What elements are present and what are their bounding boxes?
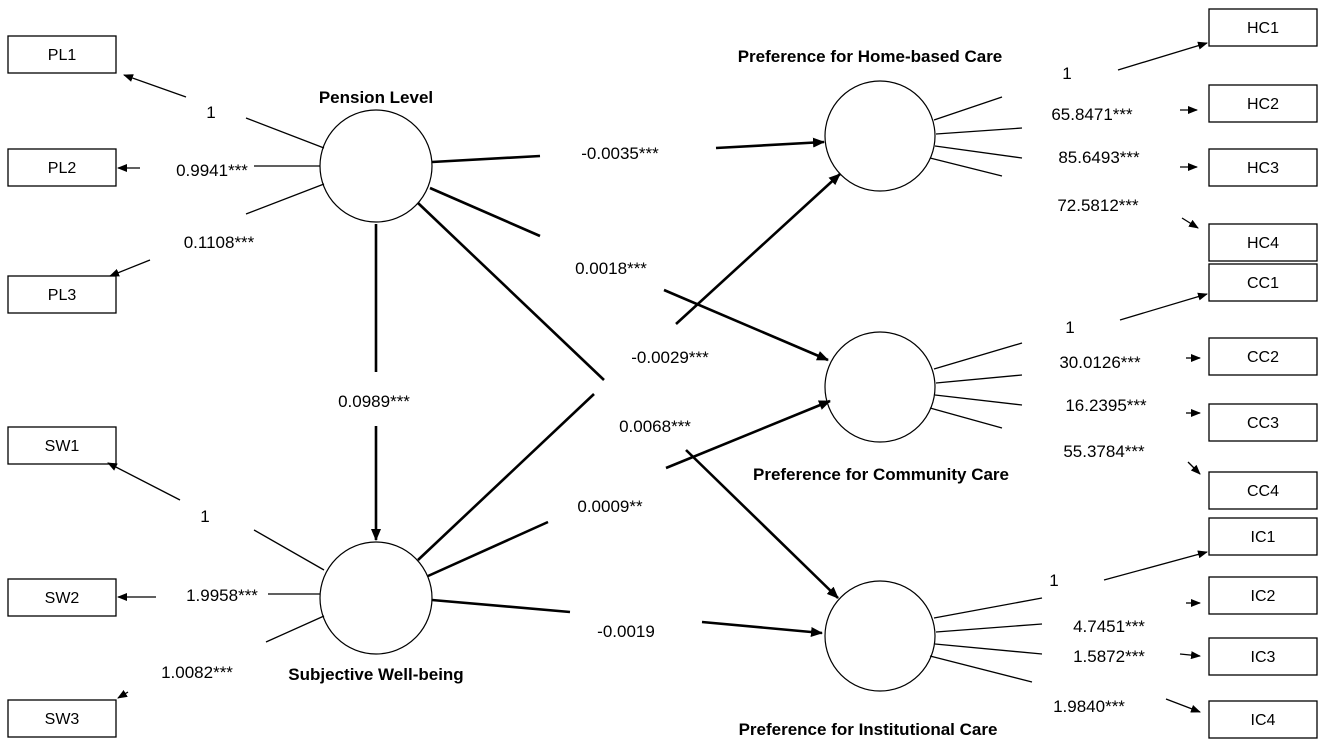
pl3-loading: 0.1108*** — [184, 233, 255, 252]
hc1-loading: 1 — [1062, 64, 1071, 83]
cc1-label: CC1 — [1247, 275, 1279, 292]
hc3-loading: 85.6493*** — [1058, 148, 1140, 167]
path-sw-ic-coef: -0.0019 — [597, 622, 655, 641]
pension-level-node — [319, 109, 433, 223]
hc3-indicator: HC3 — [1208, 148, 1318, 187]
pl2-indicator: PL2 — [7, 148, 117, 187]
pension-level-label: Pension Level — [319, 88, 433, 107]
sw1-label: SW1 — [45, 438, 80, 455]
hc2-label: HC2 — [1247, 96, 1279, 113]
hc4-loading: 72.5812*** — [1057, 196, 1139, 215]
path-pl-cc-coef: 0.0018*** — [575, 259, 647, 278]
sw2-indicator: SW2 — [7, 578, 117, 617]
subjective-wellbeing-node — [319, 541, 433, 655]
path-sw-hc-coef: -0.0029*** — [631, 348, 709, 367]
cc2-label: CC2 — [1247, 349, 1279, 366]
hc2-indicator: HC2 — [1208, 84, 1318, 123]
path-pl-sw-coef: 0.0989*** — [338, 392, 410, 411]
cc1-loading: 1 — [1065, 318, 1074, 337]
pl3-indicator: PL3 — [7, 275, 117, 314]
community-care-label: Preference for Community Care — [753, 465, 1009, 484]
hc1-indicator: HC1 — [1208, 8, 1318, 47]
subjective-wellbeing-label: Subjective Well-being — [288, 665, 463, 684]
path-pl-hc-coef: -0.0035*** — [581, 144, 659, 163]
home-care-node — [824, 80, 936, 192]
pl3-label: PL3 — [48, 287, 77, 304]
hc4-indicator: HC4 — [1208, 223, 1318, 262]
ic2-label: IC2 — [1251, 588, 1276, 605]
community-care-node — [824, 331, 936, 443]
pl2-loading: 0.9941*** — [176, 161, 248, 180]
hc3-label: HC3 — [1247, 160, 1279, 177]
cc3-loading: 16.2395*** — [1065, 396, 1147, 415]
ic4-loading: 1.9840*** — [1053, 697, 1125, 716]
cc1-indicator: CC1 — [1208, 263, 1318, 302]
sw1-indicator: SW1 — [7, 426, 117, 465]
sw2-label: SW2 — [45, 590, 80, 607]
ic3-loading: 1.5872*** — [1073, 647, 1145, 666]
cc4-indicator: CC4 — [1208, 471, 1318, 510]
pl1-indicator: PL1 — [7, 35, 117, 74]
cc4-label: CC4 — [1247, 483, 1279, 500]
ic3-label: IC3 — [1251, 649, 1276, 666]
sw1-loading: 1 — [200, 507, 209, 526]
path-sw-cc-coef: 0.0009** — [577, 497, 643, 516]
institutional-care-label: Preference for Institutional Care — [739, 720, 998, 739]
cc2-loading: 30.0126*** — [1059, 353, 1141, 372]
cc3-indicator: CC3 — [1208, 403, 1318, 442]
ic1-indicator: IC1 — [1208, 517, 1318, 556]
sw3-indicator: SW3 — [7, 699, 117, 738]
hc4-label: HC4 — [1247, 235, 1279, 252]
sw2-loading: 1.9958*** — [186, 586, 258, 605]
hc2-loading: 65.8471*** — [1051, 105, 1133, 124]
institutional-care-node — [824, 580, 936, 692]
sw3-label: SW3 — [45, 711, 80, 728]
ic3-indicator: IC3 — [1208, 637, 1318, 676]
pl2-label: PL2 — [48, 160, 77, 177]
pl1-label: PL1 — [48, 47, 77, 64]
path-pl-ic-coef: 0.0068*** — [619, 417, 691, 436]
ic4-label: IC4 — [1251, 712, 1276, 729]
ic2-indicator: IC2 — [1208, 576, 1318, 615]
ic2-loading: 4.7451*** — [1073, 617, 1145, 636]
cc4-loading: 55.3784*** — [1063, 442, 1145, 461]
hc1-label: HC1 — [1247, 20, 1279, 37]
home-care-label: Preference for Home-based Care — [738, 47, 1003, 66]
sw3-loading: 1.0082*** — [161, 663, 233, 682]
ic1-label: IC1 — [1251, 529, 1276, 546]
cc3-label: CC3 — [1247, 415, 1279, 432]
ic1-loading: 1 — [1049, 571, 1058, 590]
cc2-indicator: CC2 — [1208, 337, 1318, 376]
ic4-indicator: IC4 — [1208, 700, 1318, 739]
pl1-loading: 1 — [206, 103, 215, 122]
